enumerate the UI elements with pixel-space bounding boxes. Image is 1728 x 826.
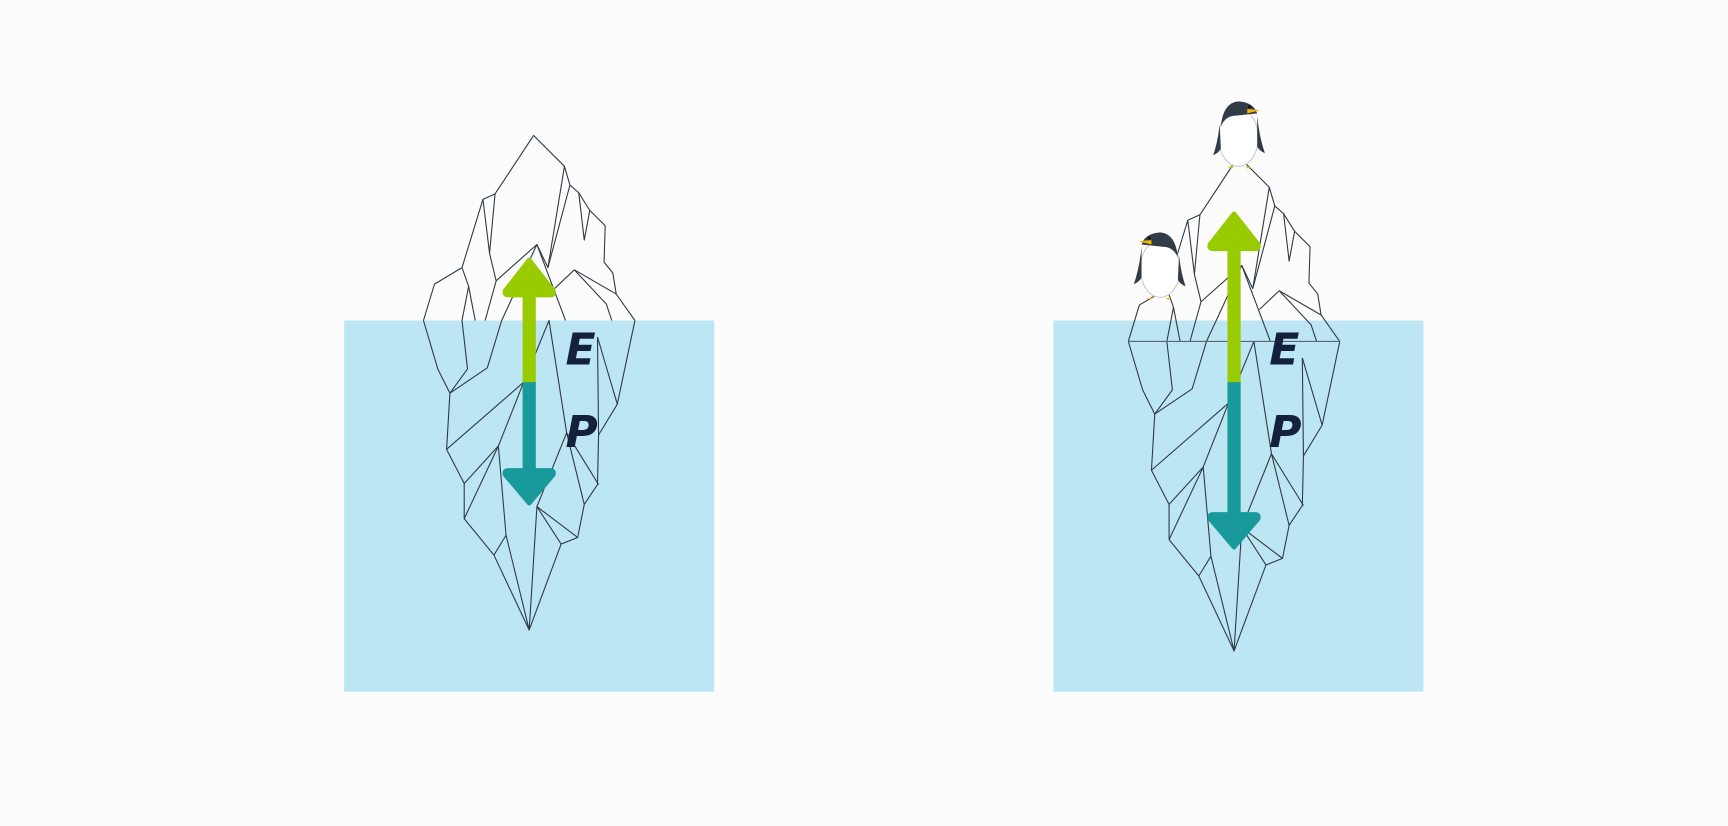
arrow-down-head-icon xyxy=(502,468,556,506)
penguin-large xyxy=(1212,100,1266,170)
panel-right: E P xyxy=(1053,100,1424,692)
panel-left: E P xyxy=(344,134,715,692)
arrow-down-head-icon xyxy=(1207,512,1261,550)
arrow-down-shaft xyxy=(1227,382,1241,519)
label-p: P xyxy=(1269,407,1301,458)
arrow-up-shaft xyxy=(1227,242,1241,384)
double-arrow xyxy=(502,257,556,506)
arrow-down-shaft xyxy=(522,382,536,475)
label-e: E xyxy=(566,325,596,376)
arrow-up-shaft xyxy=(522,288,536,384)
label-p: P xyxy=(566,407,598,458)
label-e: E xyxy=(1269,325,1299,376)
arrow-up-head-icon xyxy=(1207,211,1261,252)
penguin-small xyxy=(1133,231,1187,301)
arrow-up-head-icon xyxy=(502,257,556,298)
double-arrow xyxy=(1207,211,1261,550)
